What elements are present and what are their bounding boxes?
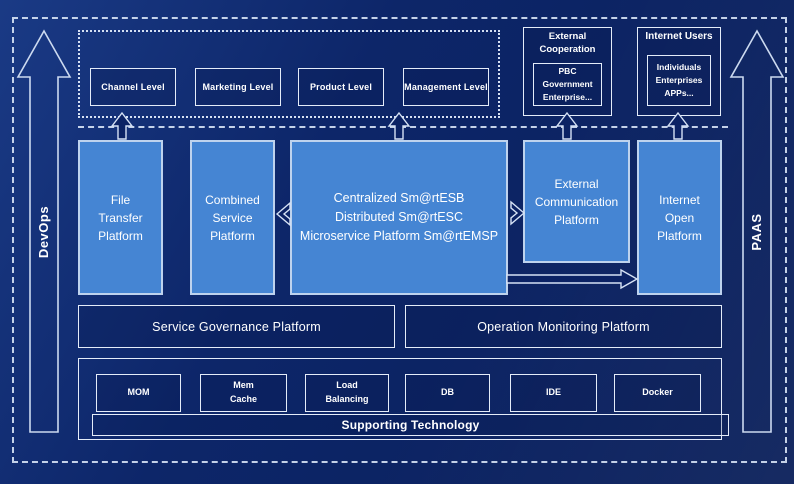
supporting-technology-frame	[78, 358, 722, 440]
tech-box-ide: IDE	[510, 374, 597, 412]
operation-monitoring-platform-box: Operation Monitoring Platform	[405, 305, 722, 348]
external-cooperation-title: External Cooperation	[539, 31, 596, 55]
internet-users-members: Individuals Enterprises APPs...	[647, 55, 711, 106]
tech-box-docker: Docker	[614, 374, 701, 412]
dashed-separator-line	[78, 126, 728, 128]
file-transfer-platform-box: File Transfer Platform	[78, 140, 163, 295]
level-box-product: Product Level	[298, 68, 384, 106]
external-communication-platform-box: External Communication Platform	[523, 140, 630, 263]
esb-platform-box: Centralized Sm@rtESB Distributed Sm@rtES…	[290, 140, 508, 295]
outer-dashed-frame	[12, 17, 787, 463]
level-box-marketing: Marketing Level	[195, 68, 281, 106]
tech-box-load-balancing: Load Balancing	[305, 374, 389, 412]
internet-open-platform-box: Internet Open Platform	[637, 140, 722, 295]
supporting-technology-bar: Supporting Technology	[92, 414, 729, 436]
service-governance-platform-box: Service Governance Platform	[78, 305, 395, 348]
external-cooperation-box	[523, 27, 612, 116]
tech-box-mom: MOM	[96, 374, 181, 412]
tech-box-mem-cache: Mem Cache	[200, 374, 287, 412]
levels-dotted-frame	[78, 30, 500, 118]
internet-users-box	[637, 27, 721, 116]
level-box-management: Management Level	[403, 68, 489, 106]
tech-box-db: DB	[405, 374, 490, 412]
external-cooperation-members: PBC Government Enterprise...	[533, 63, 602, 106]
internet-users-title: Internet Users	[645, 31, 713, 42]
combined-service-platform-box: Combined Service Platform	[190, 140, 275, 295]
level-box-channel: Channel Level	[90, 68, 176, 106]
